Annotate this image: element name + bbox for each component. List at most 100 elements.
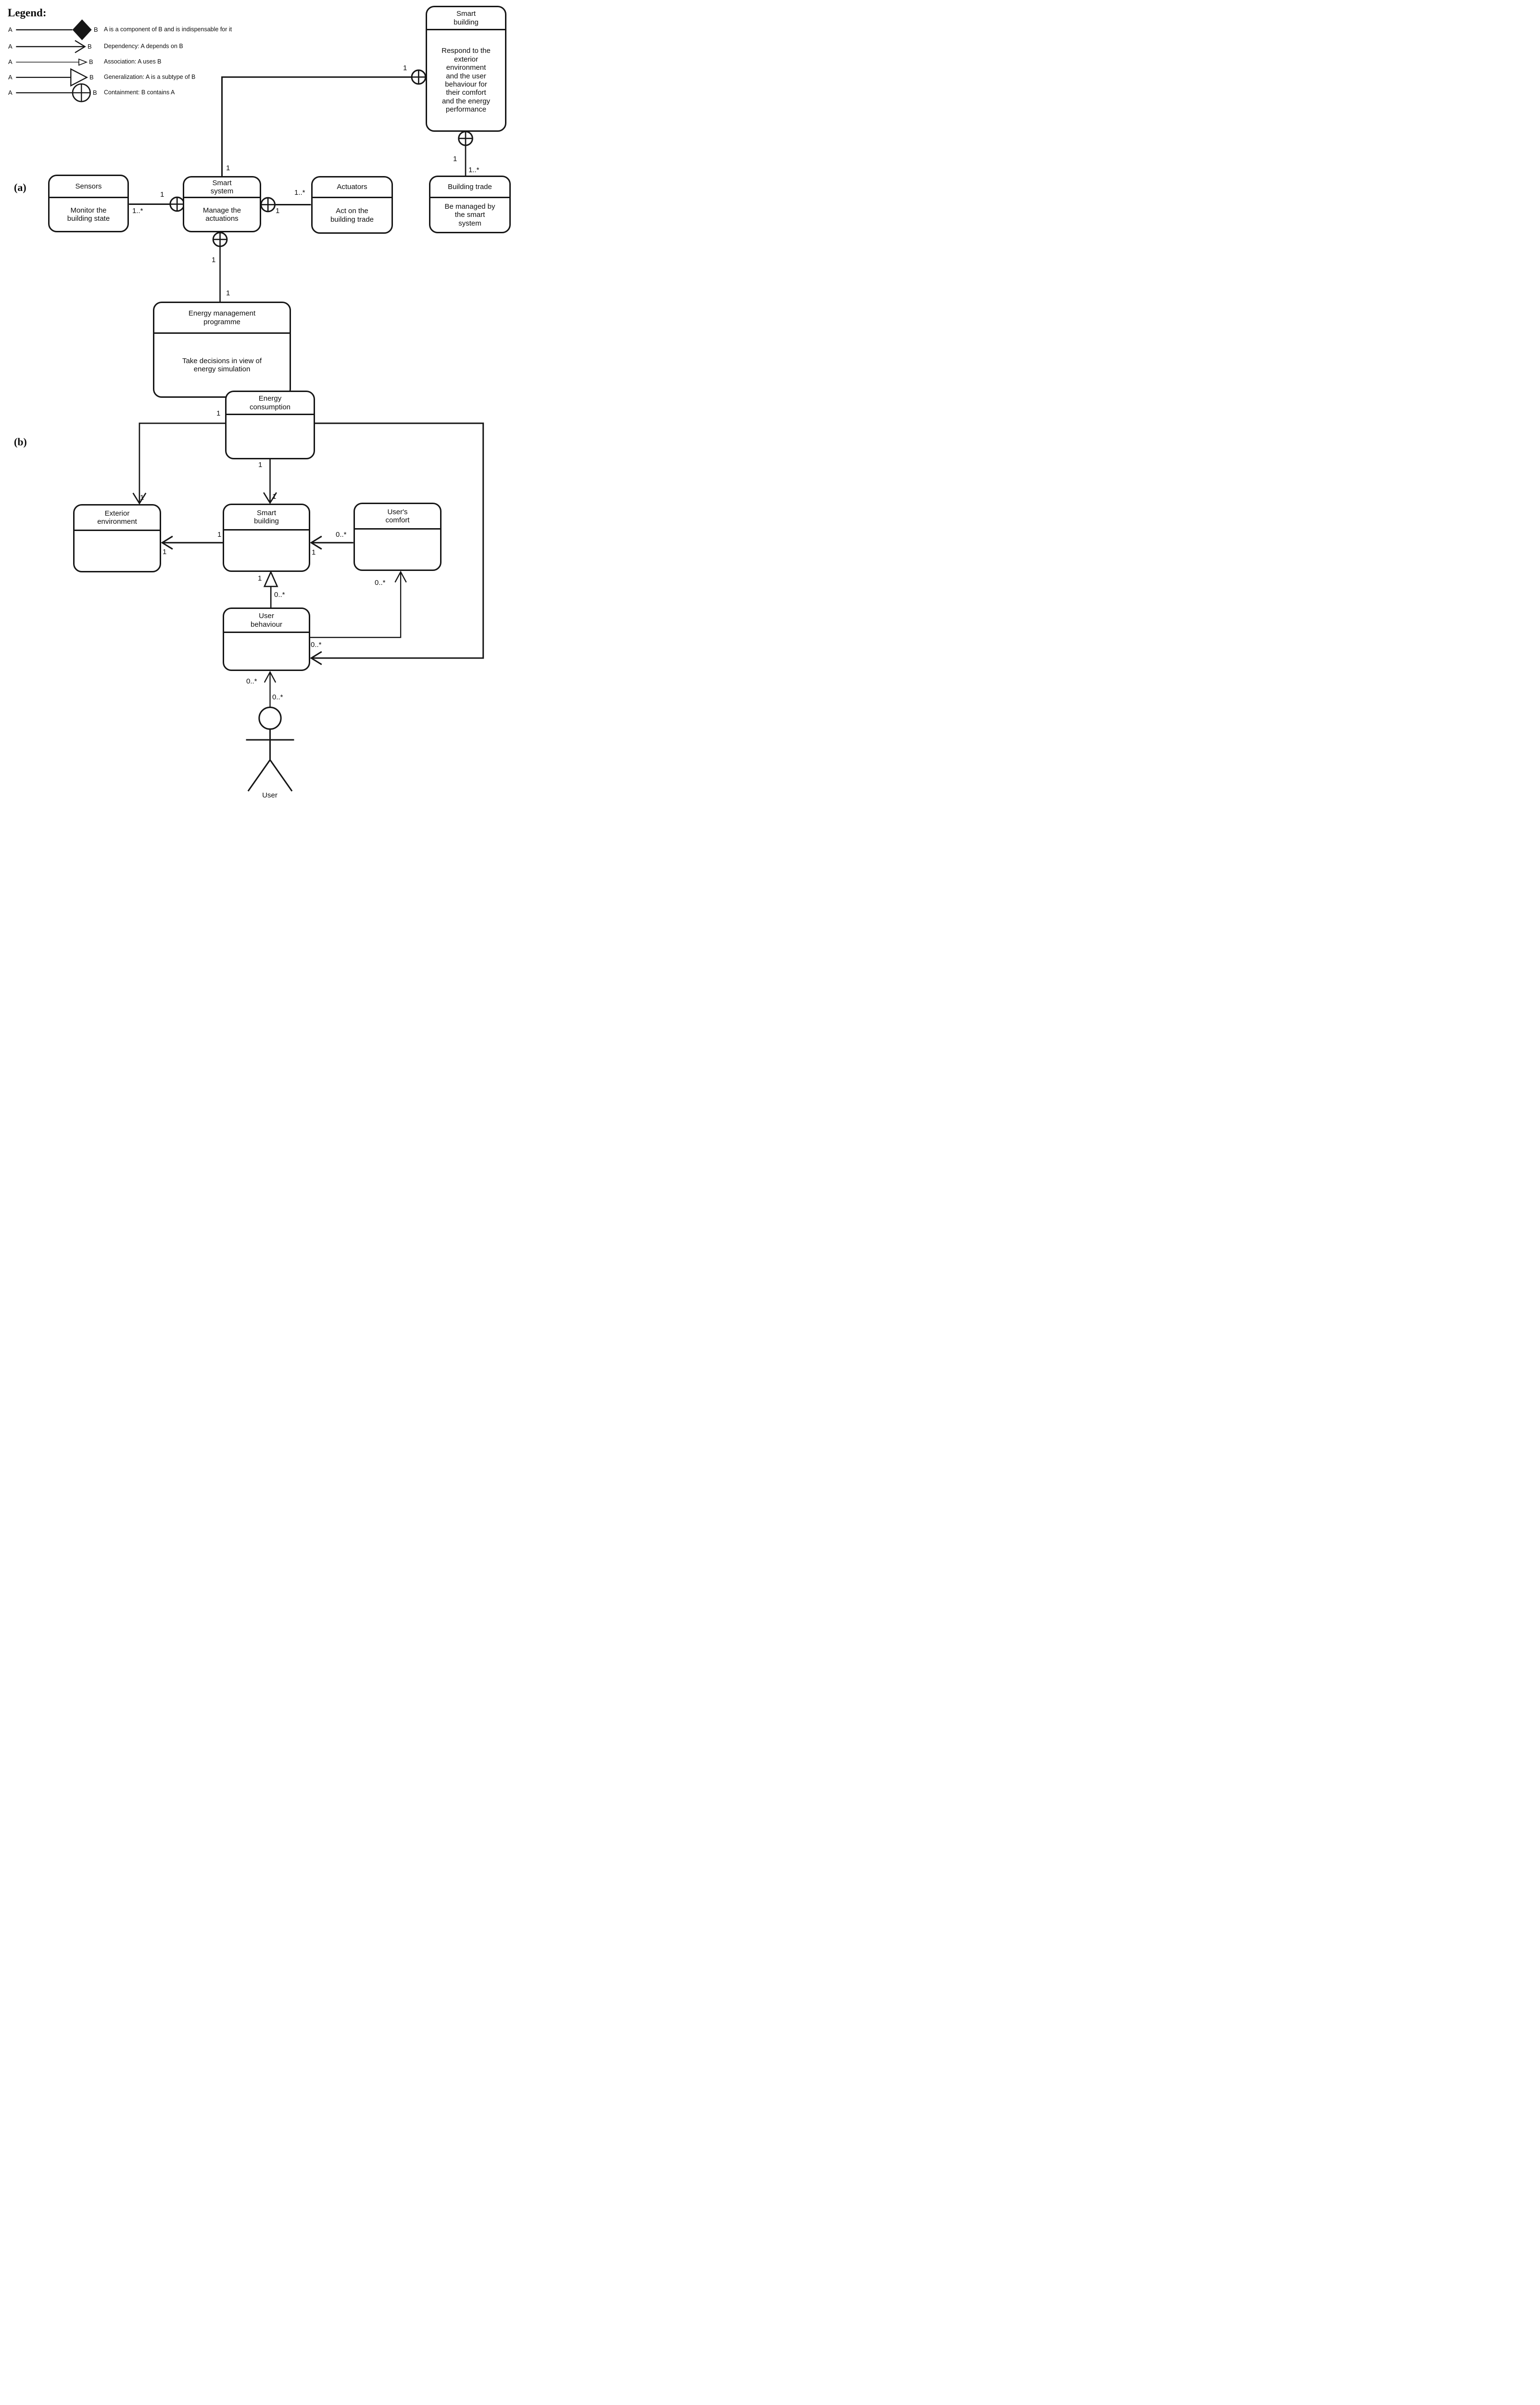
legend-description: Generalization: A is a subtype of B (104, 74, 196, 80)
legend-title: Legend: (8, 7, 47, 19)
legend-endpoint-a: A (8, 26, 13, 33)
uml-class-title: Smart building (224, 505, 309, 531)
uml-class-exterior-environment: Exterior environment (73, 504, 161, 572)
containment-icon (212, 231, 228, 247)
legend-endpoint-a: A (8, 74, 13, 81)
multiplicity-label: 0..* (336, 531, 347, 539)
legend-endpoint-a: A (8, 58, 13, 65)
uml-class-body (75, 531, 160, 571)
containment-icon (260, 197, 276, 213)
multiplicity-label: 1..* (294, 189, 305, 197)
uml-class-title: Smart system (184, 177, 260, 198)
uml-class-title: Building trade (430, 177, 509, 198)
legend-symbols (16, 19, 92, 102)
open-arrow-icon (132, 493, 147, 505)
multiplicity-label: 1 (163, 548, 167, 556)
uml-class-body (227, 415, 314, 458)
containment-icon (458, 131, 473, 146)
uml-class-building-trade: Building trade Be managed by the smart s… (429, 176, 511, 233)
uml-class-smart-building-b: Smart building (223, 504, 310, 572)
multiplicity-label: 1 (216, 409, 221, 418)
generalization-arrow-icon (263, 570, 278, 587)
legend-description: Containment: B contains A (104, 89, 175, 96)
uml-class-title: User behaviour (224, 609, 309, 633)
legend-endpoint-b: B (93, 89, 97, 96)
uml-class-sensors: Sensors Monitor the building state (48, 175, 129, 232)
legend-description: Association: A uses B (104, 58, 162, 65)
uml-class-body (224, 633, 309, 670)
uml-class-body: Manage the actuations (202, 206, 241, 223)
multiplicity-label: 1 (160, 190, 164, 199)
multiplicity-label: 1 (258, 574, 262, 582)
diagram-canvas (16, 19, 484, 792)
uml-class-title: User's comfort (355, 504, 440, 530)
uml-class-user-behaviour: User behaviour (223, 608, 310, 671)
legend-endpoint-b: B (89, 74, 94, 81)
multiplicity-label: 1 (272, 493, 277, 501)
uml-class-body: Respond to the exterior environment and … (442, 47, 491, 114)
multiplicity-label: 0..* (311, 641, 322, 649)
diagram-a-connectors (129, 69, 473, 302)
open-arrow-icon (75, 40, 86, 53)
uml-class-energy-management-programme: Energy management programme Take decisio… (153, 302, 291, 398)
multiplicity-label: 1 (212, 256, 216, 264)
open-arrow-icon (161, 535, 173, 550)
uml-class-energy-consumption: Energy consumption (225, 391, 315, 459)
legend-endpoint-b: B (89, 58, 93, 65)
uml-class-body: Be managed by the smart system (444, 202, 495, 228)
uml-class-body: Act on the building trade (330, 207, 374, 224)
uml-class-body (224, 531, 309, 570)
uml-class-title: Actuators (313, 177, 391, 198)
multiplicity-label: 1 (258, 461, 263, 469)
legend-endpoint-b: B (88, 43, 92, 50)
open-arrow-icon (264, 671, 277, 683)
multiplicity-label: 0..* (375, 579, 386, 587)
uml-class-body: Take decisions in view of energy simulat… (182, 356, 262, 373)
multiplicity-label: 1 (140, 494, 144, 502)
uml-class-body: Monitor the building state (67, 206, 110, 223)
small-triangle-icon (78, 58, 88, 66)
uml-class-users-comfort: User's comfort (353, 503, 442, 571)
uml-class-actuators: Actuators Act on the building trade (311, 176, 393, 234)
multiplicity-label: 1 (403, 64, 407, 72)
multiplicity-label: 1..* (468, 166, 480, 174)
open-arrow-icon (263, 492, 277, 505)
multiplicity-label: 1..* (132, 207, 143, 215)
multiplicity-label: 0..* (272, 693, 283, 701)
figure-part-a-label: (a) (14, 181, 26, 193)
legend-endpoint-b: B (94, 26, 98, 33)
actor-icon (246, 706, 294, 792)
multiplicity-label: 1 (226, 164, 230, 172)
open-arrow-icon (394, 570, 407, 583)
multiplicity-label: 1 (226, 289, 230, 297)
multiplicity-label: 0..* (246, 677, 257, 685)
uml-diagram-page: Legend: A B A is a component of B and is… (0, 0, 513, 809)
uml-class-smart-system: Smart system Manage the actuations (183, 176, 261, 232)
containment-icon (411, 69, 427, 85)
uml-class-title: Sensors (50, 176, 127, 198)
open-triangle-icon (70, 68, 88, 87)
uml-class-title: Energy consumption (227, 392, 314, 415)
open-arrow-icon (310, 535, 322, 550)
figure-part-b-label: (b) (14, 436, 27, 448)
legend-endpoint-a: A (8, 43, 13, 50)
containment-icon (169, 196, 185, 212)
multiplicity-label: 1 (453, 155, 457, 163)
legend-description: A is a component of B and is indispensab… (104, 26, 232, 33)
multiplicity-label: 1 (312, 548, 316, 557)
circle-plus-icon (72, 83, 91, 102)
diagram-b-connectors (132, 422, 484, 792)
uml-class-body (355, 530, 440, 570)
actor-label: User (262, 791, 278, 799)
open-arrow-icon (310, 651, 322, 665)
uml-class-title: Energy management programme (154, 303, 290, 334)
uml-class-title: Smart building (427, 7, 505, 30)
uml-class-title: Exterior environment (75, 506, 160, 531)
uml-class-smart-building-a: Smart building Respond to the exterior e… (426, 6, 506, 132)
legend-endpoint-a: A (8, 89, 13, 96)
multiplicity-label: 1 (217, 531, 222, 539)
filled-diamond-icon (72, 19, 92, 40)
multiplicity-label: 1 (276, 207, 280, 215)
legend-description: Dependency: A depends on B (104, 43, 183, 50)
multiplicity-label: 0..* (274, 591, 285, 599)
